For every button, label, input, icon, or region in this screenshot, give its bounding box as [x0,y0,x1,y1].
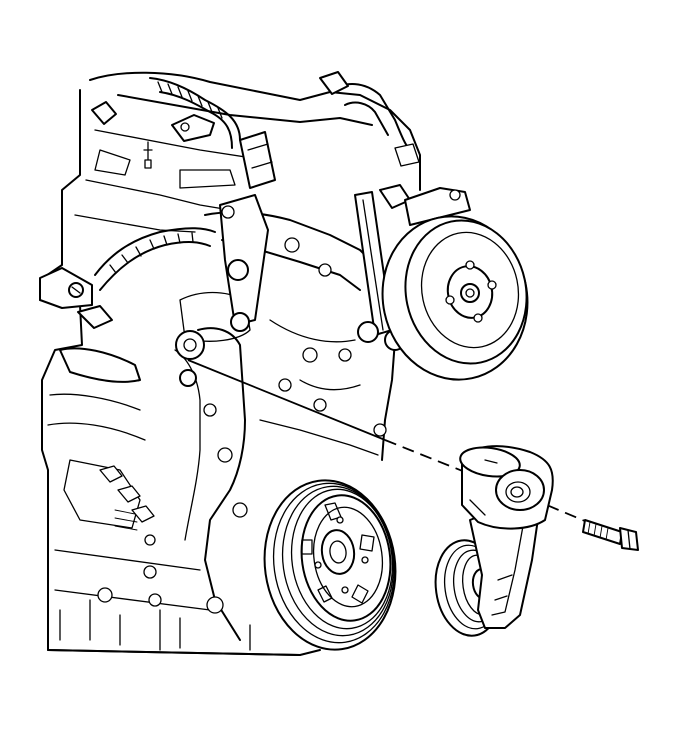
drive-belt-tensioner [434,445,554,637]
tensioner-bolt [582,519,639,551]
crankshaft-balancer [263,479,397,651]
engine-block [39,71,421,656]
ac-compressor-pulley [381,187,529,381]
